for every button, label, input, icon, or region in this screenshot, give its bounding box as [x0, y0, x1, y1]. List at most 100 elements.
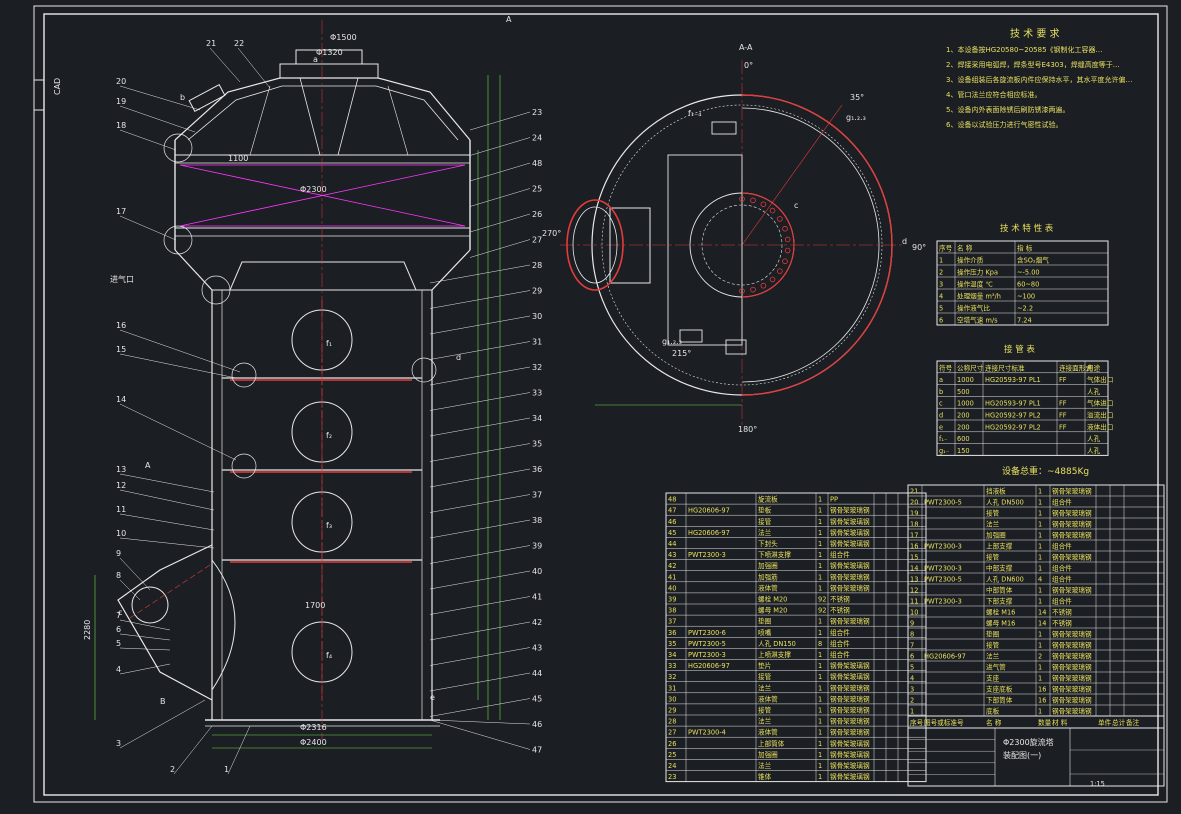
parts-left-cell: 接管	[758, 706, 772, 715]
parts-right-cell: 3	[910, 686, 914, 694]
section-a-a-view: A-A 0° 90° 180° 270° 35° 215° d c g₁.₂.₃…	[542, 43, 926, 434]
callout-left-17: 17	[116, 207, 126, 216]
parts-left-cell: 钢骨架玻璃钢	[830, 617, 870, 626]
nozzle-table-cell: 150	[957, 447, 970, 455]
dim-phi1320: Φ1320	[316, 48, 343, 57]
parts-right-cell: 15	[910, 554, 918, 562]
callout-left-18: 18	[116, 121, 126, 130]
parts-left-cell: 钢骨架玻璃钢	[830, 506, 870, 515]
parts-left-cell: 钢骨架玻璃钢	[830, 561, 870, 570]
gas-inlet-flange	[131, 586, 169, 624]
parts-right-cell: 不锈钢	[1052, 608, 1072, 617]
dim-1700: 1700	[305, 601, 325, 610]
parts-left-cell: 螺母 M20	[758, 606, 787, 615]
parts-left-cell: HG20606-97	[688, 507, 730, 515]
parts-left-cell: 1	[818, 695, 822, 703]
parts-right-cell: 1	[1038, 488, 1042, 496]
parts-right-cell: 加强圈	[986, 531, 1006, 540]
tech-req-item: 6、设备以试验压力进行气密性试验。	[946, 120, 1062, 129]
parts-right-cell: 法兰	[986, 520, 1000, 529]
parts-left-cell: 28	[668, 718, 676, 726]
parts-right-cell: 1	[1038, 675, 1042, 683]
callout-right-39: 39	[532, 542, 542, 551]
callout-left-11: 11	[116, 505, 126, 514]
parts-right-cell: 钢骨架玻璃钢	[1052, 520, 1092, 529]
parts-right-cell: 进气管	[986, 663, 1006, 672]
parts-left-cell: 1	[818, 707, 822, 715]
angle-180: 180°	[738, 425, 757, 434]
parts-right-cell: 5	[910, 664, 914, 672]
manhole-b	[188, 84, 226, 112]
tech-table-cell: ~-5.00	[1017, 269, 1040, 277]
parts-right-cell: 4	[1038, 576, 1042, 584]
callout-right-48: 48	[532, 159, 542, 168]
tech-table-border	[936, 240, 1109, 326]
parts-left-cell: 1	[818, 729, 822, 737]
nozzle-table-cell: d	[939, 412, 943, 420]
parts-right-cell: 17	[910, 532, 918, 540]
parts-left-cell: 25	[668, 751, 676, 759]
tech-table-header: 名 称	[957, 244, 973, 253]
tech-table-cell: 4	[939, 293, 943, 301]
parts-right-cell: PWT2300-3	[924, 565, 962, 573]
parts-left-cell: 钢骨架玻璃钢	[830, 728, 870, 737]
nozzle-table-header: 符号	[939, 363, 953, 372]
title-block-name: Φ2300旋流塔	[1003, 737, 1054, 747]
parts-right-cell: 14	[1038, 609, 1046, 617]
parts-header: 材 料	[1052, 718, 1068, 727]
tech-table-cell: 空塔气速 m/s	[957, 316, 998, 325]
parts-right-cell: 接管	[986, 641, 1000, 650]
parts-left-cell: 法兰	[758, 683, 772, 692]
parts-left-cell: 加强圈	[758, 750, 778, 759]
nozzle-table-title: 接 管 表	[1004, 344, 1035, 355]
nozzle-table-cell: 600	[957, 435, 970, 443]
title-block-sheet: 装配图(一)	[1003, 750, 1041, 760]
parts-right-cell: 支座底板	[986, 685, 1013, 694]
parts-right-cell: 钢骨架玻璃钢	[1052, 674, 1092, 683]
nozzle-table-cell: FF	[1059, 423, 1067, 431]
parts-left-cell: 1	[818, 629, 822, 637]
parts-right-cell: 13	[910, 576, 918, 584]
manhole-label-b: b	[180, 93, 185, 102]
parts-left-cell: 钢骨架玻璃钢	[830, 761, 870, 770]
parts-left-cell: 92	[818, 607, 826, 615]
section-inner-frame	[667, 154, 743, 346]
parts-left-cell: 钢骨架玻璃钢	[830, 661, 870, 670]
tech-table-cell: 处理烟量 m³/h	[957, 292, 1001, 301]
tech-req-item: 2、焊接采用电弧焊，焊条型号E4303，焊缝高度等于…	[946, 60, 1120, 69]
dim-phi2400: Φ2400	[300, 738, 327, 747]
parts-left-cell: 1	[818, 740, 822, 748]
parts-right-cell: 垫圈	[986, 630, 1000, 639]
parts-right-cell: 钢骨架玻璃钢	[1052, 531, 1092, 540]
parts-left-cell: 螺栓 M20	[758, 595, 787, 604]
tech-table-cell: 操作温度 ℃	[957, 280, 993, 289]
parts-header: 总计	[1112, 718, 1126, 727]
nozzle-table-cell: 人孔	[1087, 435, 1101, 443]
nozzle-table-cell: b	[939, 388, 943, 396]
tech-table-title: 技 术 特 性 表	[1000, 223, 1054, 234]
nozzle-table-cell: f₁₋	[939, 435, 948, 443]
parts-left-cell: 27	[668, 729, 676, 737]
tray-label-f3: f₃	[326, 521, 332, 530]
frame-corner-text: CAD	[53, 78, 62, 95]
svg-text:f₁₋₄: f₁₋₄	[688, 109, 701, 118]
parts-right-cell: 11	[910, 598, 918, 606]
parts-left-cell: 钢骨架玻璃钢	[830, 683, 870, 692]
parts-header: 单件	[1098, 718, 1112, 727]
technical-requirements: 技 术 要 求 1、本设备按HG20580~20585《钢制化工容器…2、焊接采…	[946, 27, 1132, 129]
parts-left-cell: 组合件	[830, 650, 850, 659]
parts-right-cell: 组合件	[1052, 575, 1072, 584]
nozzle-table-cell: g₁₋	[939, 447, 950, 455]
parts-right-cell: 9	[910, 620, 914, 628]
parts-left-cell: 45	[668, 529, 676, 537]
parts-left-cell: 接管	[758, 672, 772, 681]
parts-right-cell: 人孔 DN600	[986, 576, 1024, 584]
nozzle-table-cell: 气体出口	[1087, 375, 1113, 384]
tech-table-cell: 2	[939, 269, 943, 277]
parts-left-cell: 钢骨架玻璃钢	[830, 706, 870, 715]
parts-right-cell: 螺母 M16	[986, 619, 1015, 628]
nozzle-table-header: 公称尺寸	[957, 363, 984, 372]
parts-right-cell: PWT2300-3	[924, 598, 962, 606]
